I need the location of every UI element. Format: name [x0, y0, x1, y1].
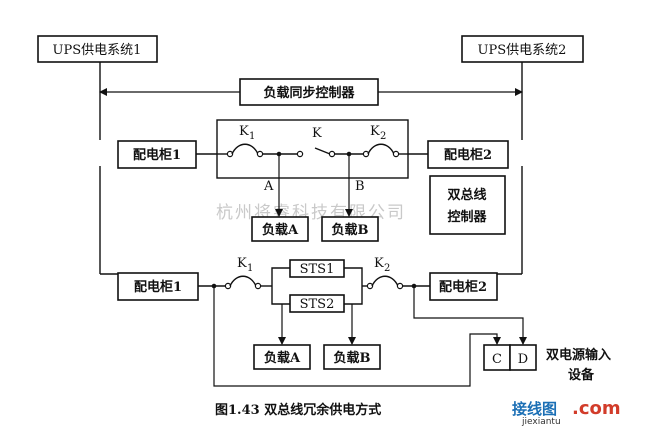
dual-bus-controller-line2: 控制器 — [447, 209, 487, 225]
k1-switch — [231, 143, 259, 155]
ups-system-2-label: UPS供电系统2 — [478, 43, 567, 58]
device-label-line2: 设备 — [568, 367, 595, 383]
k2-contact-right — [392, 150, 400, 158]
ups-system-1: UPS供电系统1 — [37, 35, 158, 63]
bottom-load-a: 负载A — [253, 344, 311, 370]
dual-bus-controller: 双总线 控制器 — [429, 175, 506, 235]
input-c-label: C — [492, 352, 502, 367]
bottom-k1-label: K — [237, 256, 247, 271]
input-d — [509, 344, 537, 371]
bottom-load-b: 负载B — [323, 344, 381, 370]
tap-b-label: B — [355, 179, 365, 194]
logo-text: 接线图 — [512, 400, 557, 418]
site-logo: 接线图 .com jiexiantu — [512, 398, 621, 427]
ups-system-1-label: UPS供电系统1 — [53, 43, 142, 58]
bk1-switch — [229, 275, 257, 287]
ups-system-2: UPS供电系统2 — [461, 35, 584, 63]
top-k1-label: K — [239, 124, 249, 139]
logo-subtext: jiexiantu — [521, 417, 561, 427]
bottom-cabinet-1: 配电柜1 — [117, 272, 199, 301]
sts2: STS2 — [289, 294, 345, 313]
top-cabinet-1: 配电柜1 — [117, 140, 197, 169]
input-d-label: D — [518, 352, 528, 367]
top-k1-sub: 1 — [249, 131, 255, 142]
logo-dot-com: .com — [572, 398, 621, 419]
sts-left-bracket — [271, 267, 290, 305]
k2-contact-left — [362, 150, 370, 158]
bottom-load-a-label: 负载A — [264, 350, 301, 366]
k-contact-left — [296, 150, 304, 158]
top-cabinet-1-label: 配电柜1 — [133, 147, 181, 163]
k-contact-right — [328, 150, 336, 158]
top-load-b-label: 负载B — [332, 222, 369, 238]
top-k2-sub: 2 — [380, 131, 386, 142]
k-switch — [314, 147, 331, 155]
sts-right-bracket — [344, 267, 363, 305]
top-k-label: K — [312, 126, 322, 141]
k2-switch — [367, 143, 395, 155]
top-cabinet-2-label: 配电柜2 — [444, 147, 492, 163]
top-load-a: 负载A — [251, 216, 309, 242]
bottom-cabinet-1-label: 配电柜1 — [134, 279, 182, 295]
tap-a-label: A — [263, 179, 274, 194]
top-switch-enclosure — [216, 119, 409, 179]
bottom-k2-label: K — [374, 256, 384, 271]
dual-bus-controller-line1: 双总线 — [447, 187, 486, 203]
sts1-label: STS1 — [300, 262, 335, 277]
sync-controller: 负载同步控制器 — [239, 78, 379, 106]
dual-input-device: C D — [483, 344, 537, 371]
bk2-contact-right — [396, 282, 404, 290]
figure-caption: 图1.43 双总线冗余供电方式 — [215, 402, 381, 418]
bottom-load-b-label: 负载B — [334, 350, 371, 366]
bottom-k2-sub: 2 — [384, 263, 390, 274]
feed-to-c — [213, 286, 501, 387]
device-label-line1: 双电源输入 — [546, 347, 611, 363]
bottom-k1-sub: 1 — [247, 263, 253, 274]
k1-contact-left — [226, 150, 234, 158]
sts2-label: STS2 — [300, 297, 335, 312]
sync-controller-label: 负载同步控制器 — [263, 85, 355, 101]
feed-to-d — [413, 286, 527, 345]
top-cabinet-2: 配电柜2 — [427, 140, 509, 169]
bk1-contact-left — [224, 282, 232, 290]
sts1: STS1 — [289, 259, 345, 278]
bottom-cabinet-2: 配电柜2 — [429, 272, 498, 301]
top-load-b: 负载B — [321, 216, 379, 242]
bk2-switch — [371, 275, 399, 287]
bk2-contact-left — [366, 282, 374, 290]
bottom-cabinet-2-label: 配电柜2 — [439, 279, 487, 295]
bk1-contact-right — [254, 282, 262, 290]
top-load-a-label: 负载A — [262, 222, 299, 238]
top-k2-label: K — [370, 124, 380, 139]
k1-contact-right — [256, 150, 264, 158]
